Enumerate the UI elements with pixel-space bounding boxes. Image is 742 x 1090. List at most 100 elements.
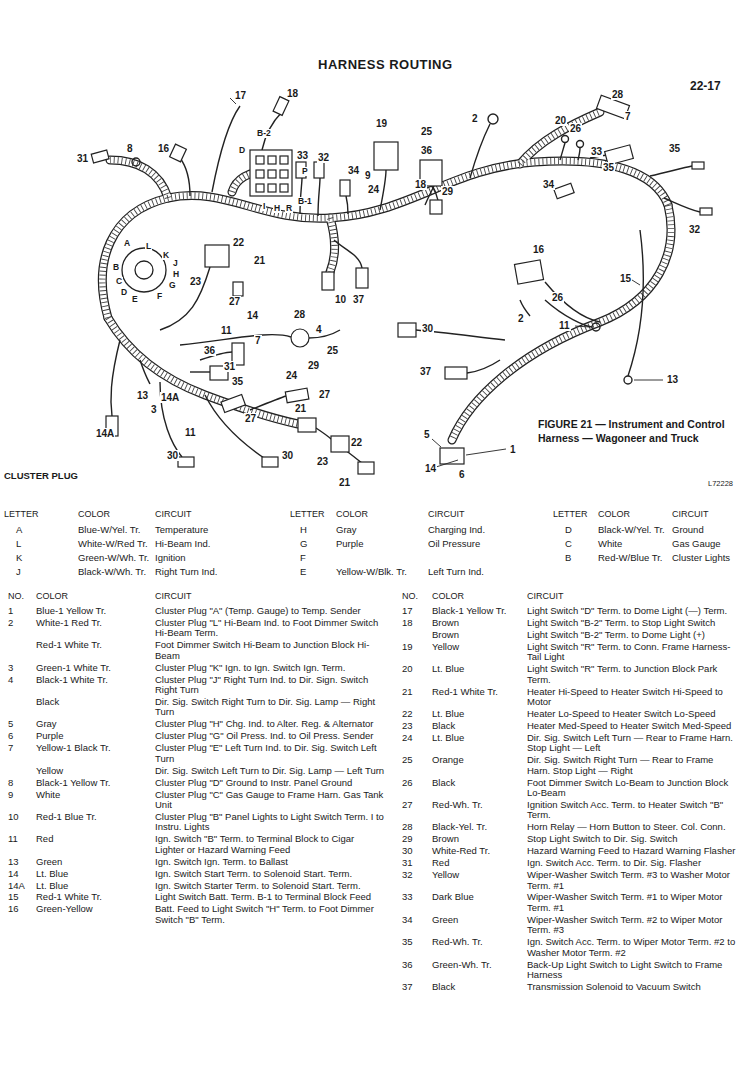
table-cell: Wiper-Washer Switch Term. #3 to Washer M…	[527, 870, 738, 891]
table-cell: Cluster Plug "B" Panel Lights to Light S…	[155, 812, 385, 833]
terminal-letter: P	[301, 167, 309, 176]
table-cell: Charging Ind.	[428, 525, 485, 535]
table-cell: Light Switch "B-2" Term. to Stop Light S…	[527, 618, 738, 628]
table-cell: Light Switch "R" Term. to Conn. Frame Ha…	[527, 642, 738, 663]
callout-number: 9	[364, 170, 372, 181]
callout-number: 23	[189, 276, 202, 287]
table-cell: Lt. Blue	[432, 709, 524, 719]
callout-number: 13	[136, 390, 149, 401]
figure-caption: FIGURE 21 — Instrument and Control Harne…	[538, 418, 738, 445]
table-cell: 10	[8, 812, 19, 822]
table-cell: Heater Hi-Speed to Heater Switch Hi-Spee…	[527, 687, 738, 708]
callout-number: 33	[296, 150, 309, 161]
callout-number: 6	[458, 469, 466, 480]
table-header: CIRCUIT	[672, 510, 709, 520]
table-cell: Brown	[432, 630, 524, 640]
callout-number: 2	[471, 113, 479, 124]
table-cell: 8	[8, 778, 13, 788]
terminal-letter: K	[162, 251, 170, 260]
table-cell: Red-W/Blue Tr.	[598, 553, 662, 563]
table-cell: 14A	[8, 881, 25, 891]
table-cell: Red-Wh. Tr.	[432, 937, 524, 947]
table-cell: Yellow-1 Black Tr.	[36, 743, 151, 753]
table-cell: Ign. Switch Start Term. to Solenoid Star…	[155, 869, 385, 879]
callout-number: 14	[424, 463, 437, 474]
table-cell: Black-W/Yel. Tr.	[598, 525, 665, 535]
table-cell: 36	[402, 960, 413, 970]
table-cell: Yellow	[432, 642, 524, 652]
table-cell: Light Switch Batt. Term. B-1 to Terminal…	[155, 892, 385, 902]
terminal-letter: I	[262, 202, 266, 211]
table-cell: Black-1 Yellow Tr.	[36, 778, 151, 788]
table-header: CIRCUIT	[155, 592, 192, 602]
table-cell: Red-1 Blue Tr.	[36, 812, 151, 822]
callout-number: 31	[76, 153, 89, 164]
callout-number: 4	[315, 324, 323, 335]
table-cell: Foot Dimmer Switch Hi-Beam to Junction B…	[155, 640, 385, 661]
callout-number: 14A	[160, 392, 180, 403]
callout-number: 8	[126, 143, 134, 154]
table-cell: 11	[8, 834, 18, 844]
table-cell: 15	[8, 892, 19, 902]
table-cell: 33	[402, 892, 413, 902]
table-cell: Purple	[336, 539, 363, 549]
ring-terminals	[132, 114, 632, 384]
table-cell: Black	[432, 982, 524, 992]
table-cell: 35	[402, 937, 413, 947]
table-cell: Transmission Solenoid to Vacuum Switch	[527, 982, 738, 992]
callout-number: 26	[569, 123, 582, 134]
callout-number: 18	[286, 88, 299, 99]
table-cell: Dark Blue	[432, 892, 524, 902]
table-cell: Green	[432, 915, 524, 925]
table-header: LETTER	[4, 510, 39, 520]
table-cell: Brown	[432, 618, 524, 628]
table-cell: J	[16, 567, 21, 577]
table-cell: Cluster Plug "J" Right Turn Ind. to Dir.…	[155, 675, 385, 696]
terminal-letter: A	[123, 239, 131, 248]
table-cell: G	[300, 539, 307, 549]
callout-number: 14	[246, 310, 259, 321]
table-cell: 37	[402, 982, 413, 992]
callout-number: 27	[244, 413, 257, 424]
callout-number: 25	[420, 126, 433, 137]
table-cell: H	[300, 525, 307, 535]
table-cell: 31	[402, 858, 413, 868]
callout-number: 22	[350, 437, 363, 448]
callout-number: 24	[285, 370, 298, 381]
callout-number: 30	[166, 450, 179, 461]
harness-tape-wrap	[102, 112, 671, 440]
table-header: COLOR	[78, 510, 110, 520]
table-cell: Batt. Feed to Light Switch "H" Term. to …	[155, 904, 385, 925]
table-cell: Black-1 Yellow Tr.	[432, 606, 524, 616]
callout-number: 37	[352, 294, 365, 305]
table-cell: Cluster Plug "G" Oil Press. Ind. to Oil …	[155, 731, 385, 741]
table-header: COLOR	[36, 592, 68, 602]
table-cell: E	[300, 567, 306, 577]
table-header: CIRCUIT	[428, 510, 465, 520]
callout-number: 29	[441, 186, 454, 197]
table-cell: 14	[8, 869, 19, 879]
table-cell: Right Turn Ind.	[155, 567, 217, 577]
callout-number: 3	[150, 404, 158, 415]
table-cell: Black-1 White Tr.	[36, 675, 151, 685]
callout-number: 16	[532, 244, 545, 255]
table-cell: Black	[432, 721, 524, 731]
table-cell: Ign. Switch Ign. Term. to Ballast	[155, 857, 385, 867]
table-cell: Lt. Blue	[36, 869, 151, 879]
table-cell: Heater Med-Speed to Heater Switch Med-Sp…	[527, 721, 738, 731]
table-cell: Lt. Blue	[36, 881, 151, 891]
table-cell: Temperature	[155, 525, 208, 535]
table-cell: Red	[36, 834, 151, 844]
callout-number: 29	[307, 360, 320, 371]
table-cell: Green	[36, 857, 151, 867]
table-cell: White-W/Red Tr.	[78, 539, 148, 549]
table-cell: 26	[402, 778, 413, 788]
callout-number: 24	[367, 184, 380, 195]
terminal-letter: R	[285, 204, 293, 213]
callout-number: 16	[157, 143, 170, 154]
table-cell: Light Switch "D" Term. to Dome Light (—)…	[527, 606, 738, 616]
terminal-letter: B	[112, 263, 120, 272]
table-cell: Cluster Lights	[672, 553, 730, 563]
table-cell: Ign. Switch Starter Term. to Solenoid St…	[155, 881, 385, 891]
page-number: 22-17	[690, 80, 721, 93]
